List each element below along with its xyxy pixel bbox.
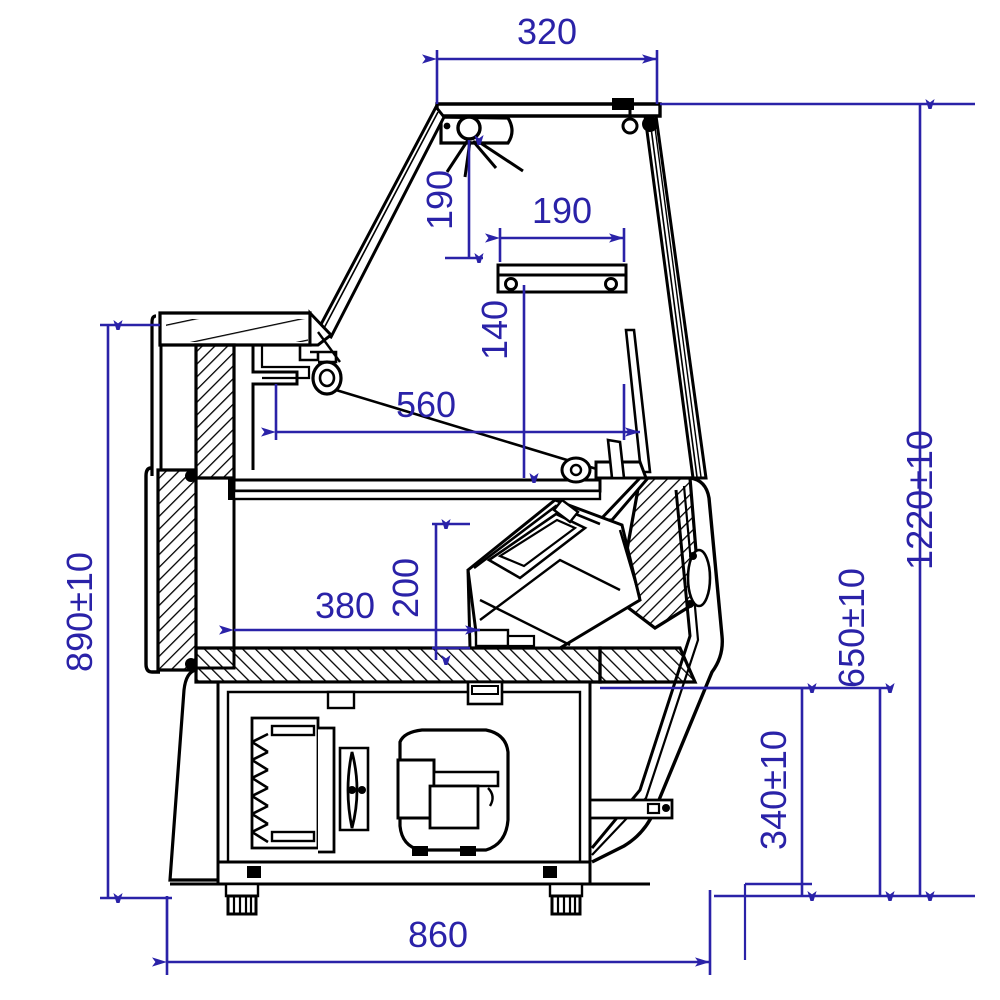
dimension-340: 340±10 — [690, 688, 812, 896]
dimension-560: 560 — [261, 384, 640, 440]
dimension-380: 380 — [219, 585, 480, 635]
condenser-coil — [250, 716, 336, 854]
dimension-label-560: 560 — [396, 384, 456, 425]
dimension-label-650: 650±10 — [831, 568, 872, 688]
dimension-label-190-horizontal: 190 — [532, 190, 592, 231]
top-sliding-panel — [228, 478, 602, 501]
compressor — [396, 728, 510, 856]
display-tray — [466, 498, 642, 650]
dimension-label-860: 860 — [408, 914, 468, 955]
dimension-190-vertical: 190 — [419, 140, 483, 258]
dimension-label-190-vertical: 190 — [419, 170, 460, 230]
glass-canopy-rear — [621, 107, 708, 480]
dimension-label-890: 890±10 — [59, 552, 100, 672]
dimension-320: 320 — [422, 11, 659, 104]
display-shelf — [496, 263, 628, 294]
dimension-190-horizontal: 190 — [485, 190, 626, 262]
extension-lines — [165, 884, 747, 962]
machine-compartment — [168, 668, 592, 882]
dimension-label-340: 340±10 — [753, 730, 794, 850]
right-skirt-panel — [588, 476, 724, 864]
glass-canopy-front — [315, 104, 446, 340]
base-rail — [170, 860, 650, 886]
dimension-1220: 1220±10 — [660, 104, 975, 896]
front-hinge-block — [560, 438, 649, 484]
machine-outline — [144, 98, 724, 916]
dimension-label-320: 320 — [517, 11, 577, 52]
insulated-floor — [194, 646, 698, 684]
cabinet-top-lid — [150, 309, 334, 476]
adjustable-feet — [224, 882, 584, 916]
light-fixture — [439, 115, 524, 178]
dimension-890: 890±10 — [59, 325, 172, 898]
dimension-label-140: 140 — [474, 300, 515, 360]
dimension-650: 650±10 — [600, 568, 890, 896]
dimension-140: 140 — [474, 285, 524, 478]
dimension-label-1220: 1220±10 — [899, 430, 940, 570]
dimension-label-200: 200 — [385, 558, 426, 618]
insulated-left-wall — [144, 343, 236, 674]
glass-strut — [624, 328, 652, 474]
dimension-layer: 320 190 190 140 560 — [59, 11, 975, 975]
dimension-label-380: 380 — [315, 585, 375, 626]
fan-plate — [338, 746, 370, 832]
dimension-200: 200 — [385, 524, 470, 660]
